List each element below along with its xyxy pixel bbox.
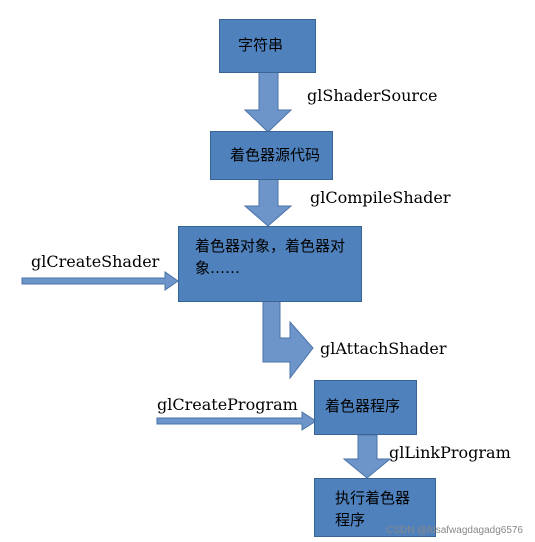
arrow-shader-source [243,71,293,133]
node-shader-source-code: 着色器源代码 [210,131,333,180]
node-shader-source-code-label: 着色器源代码 [230,146,321,164]
node-shader-program: 着色器程序 [314,380,417,435]
label-gl-attach-shader: glAttachShader [320,339,447,358]
node-execute-program-line1: 执行着色器 [335,489,411,507]
node-shader-object-line1: 着色器对象，着色器对 [195,237,346,255]
arrow-create-program [156,411,317,431]
label-gl-link-program: glLinkProgram [389,443,511,462]
node-shader-object: 着色器对象，着色器对 象…… [178,226,362,302]
label-gl-create-program: glCreateProgram [157,395,298,414]
node-execute-program-line2: 程序 [335,511,366,529]
label-gl-shader-source: glShaderSource [307,86,438,105]
label-gl-compile-shader: glCompileShader [310,188,451,207]
node-string: 字符串 [219,19,316,73]
node-shader-program-label: 着色器程序 [325,397,401,415]
node-execute-program: 执行着色器 程序 [314,478,436,537]
label-gl-create-shader: glCreateShader [31,252,160,271]
arrow-link-program [342,434,392,479]
watermark: CSDN @fdsafwagdagadg6576 [386,525,523,536]
node-shader-object-line2: 象…… [195,259,241,277]
arrow-compile-shader [243,178,293,227]
arrow-create-shader [21,271,179,291]
arrow-attach-shader [262,300,314,380]
node-string-label: 字符串 [238,36,284,54]
